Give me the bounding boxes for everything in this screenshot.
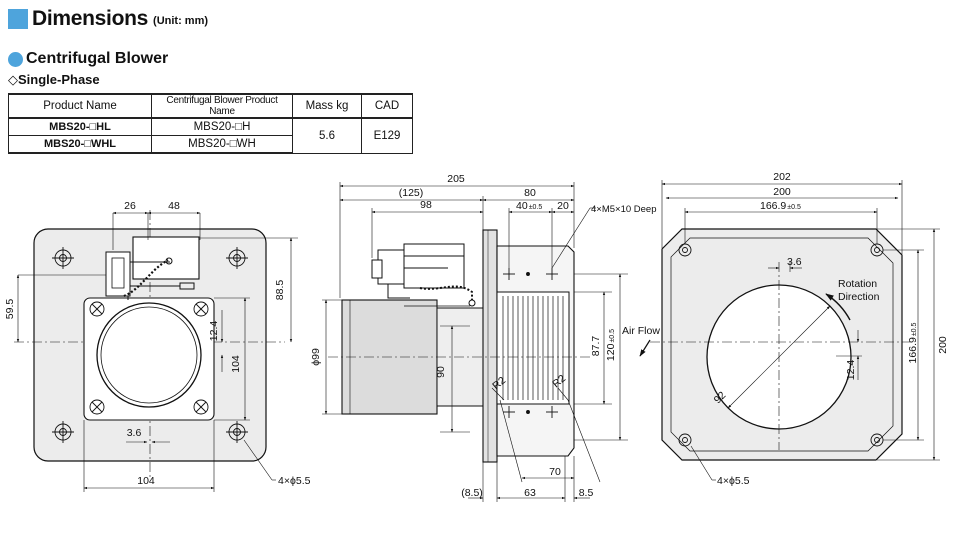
dim-40: 40±0.5 (516, 200, 542, 212)
dim-48: 48 (168, 200, 180, 212)
title-square-icon (8, 9, 28, 29)
spec-table: Product Name Centrifugal Blower Product … (8, 93, 413, 154)
dim-88-5: 88.5 (274, 280, 286, 301)
dim-12-4-back: 12.4 (845, 360, 857, 381)
dim-87-7: 87.7 (590, 336, 602, 357)
bullet-circle-icon (8, 51, 23, 67)
header: Dimensions (Unit: mm) (8, 6, 208, 32)
hole-note-back: 4×ϕ5.5 (717, 475, 750, 487)
dim-104-vertical: 104 (230, 355, 242, 373)
dim-8-5: 8.5 (579, 487, 594, 499)
page-title: Dimensions (32, 7, 149, 30)
blower-name-cell: MBS20-□WH (151, 135, 293, 154)
back-view-labels: 202 200 166.9±0.5 3.6 Rotation Direction… (712, 171, 949, 487)
dim-70: 70 (549, 466, 561, 478)
product-name-cell: MBS20-□WHL (8, 135, 152, 154)
tap-note: 4×M5×10 Deep (591, 204, 657, 215)
dim-26: 26 (124, 200, 136, 212)
col-blower-name: Centrifugal Blower Product Name (151, 93, 293, 119)
mass-cell: 5.6 (292, 117, 362, 154)
unit-label: (Unit: mm) (153, 15, 209, 27)
col-mass: Mass kg (292, 93, 362, 119)
section-title: Centrifugal Blower (26, 50, 169, 67)
dim-166-9: 166.9±0.5 (760, 200, 801, 212)
dim-125: (125) (399, 187, 424, 199)
col-product-name: Product Name (8, 93, 152, 119)
table-row: MBS20-□WHL MBS20-□WH (8, 135, 413, 154)
dim-200: 200 (773, 186, 791, 198)
dim-phi-99: ϕ99 (310, 348, 322, 366)
col-cad: CAD (361, 93, 413, 119)
dim-59-5: 59.5 (4, 299, 16, 320)
cad-cell[interactable]: E129 (361, 117, 413, 154)
dim-120: 120±0.5 (605, 329, 617, 361)
section-heading: Centrifugal Blower (8, 50, 168, 68)
table-row: MBS20-□HL MBS20-□H 5.6 E129 (8, 117, 413, 154)
blower-name-cell: MBS20-□H (151, 117, 293, 136)
dim-200-vertical: 200 (937, 336, 949, 354)
dim-104-horizontal: 104 (137, 475, 155, 487)
dim-12-4: 12.4 (208, 321, 220, 342)
dim-3-6-back: 3.6 (787, 256, 802, 268)
hole-note: 4×ϕ5.5 (278, 475, 311, 487)
dim-205: 205 (447, 173, 465, 185)
rotation-label-1: Rotation (838, 278, 877, 290)
dim-3-6: 3.6 (127, 427, 142, 439)
phase-label: ◇Single-Phase (8, 72, 100, 87)
dim-98: 98 (420, 199, 432, 211)
air-flow-label: Air Flow (622, 325, 660, 337)
side-view (322, 182, 651, 502)
dim-202: 202 (773, 171, 791, 183)
dim-20: 20 (557, 200, 569, 212)
dim-8-5-paren: (8.5) (461, 487, 483, 499)
front-view (14, 210, 298, 492)
dim-166-9-vertical: 166.9±0.5 (907, 322, 919, 363)
dim-90: 90 (435, 366, 447, 378)
product-name-cell: MBS20-□HL (8, 117, 152, 136)
dim-63: 63 (524, 487, 536, 499)
front-view-labels: 26 48 59.5 88.5 12.4 104 3.6 104 4×ϕ5.5 (4, 200, 311, 487)
back-view (650, 180, 940, 481)
side-view-labels: 205 (125) 80 98 40±0.5 20 4×M5×10 Deep ϕ… (310, 173, 660, 499)
dim-80: 80 (524, 187, 536, 199)
rotation-label-2: Direction (838, 291, 880, 303)
